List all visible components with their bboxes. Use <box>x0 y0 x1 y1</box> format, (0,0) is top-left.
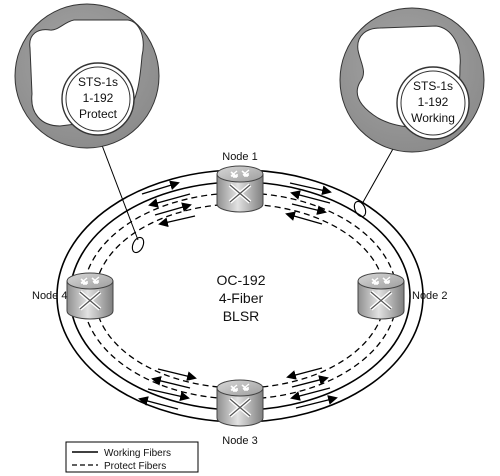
callout-protect-line3: Protect <box>79 107 118 121</box>
center-label-line1: OC-192 <box>216 272 265 288</box>
router-icon-node1 <box>215 164 265 214</box>
node1-label: Node 1 <box>222 151 257 163</box>
node2-label: Node 2 <box>412 290 447 302</box>
legend-protect-label: Protect Fibers <box>104 461 166 472</box>
callout-working-line3: Working <box>411 111 455 125</box>
callout-working-line2: 1-192 <box>418 95 449 109</box>
callout-protect-line1: STS-1s <box>78 75 118 89</box>
callout-leaders <box>99 139 399 241</box>
callout-protect-line2: 1-192 <box>83 91 114 105</box>
callout-protect: STS-1s 1-192 Protect <box>14 3 160 149</box>
node4-label: Node 4 <box>32 290 67 302</box>
router-icon-node2 <box>356 271 406 321</box>
center-label-line2: 4-Fiber <box>219 290 264 306</box>
callout-working-line1: STS-1s <box>413 79 453 93</box>
fiber-bundle-marker-right <box>353 200 367 218</box>
legend-working-label: Working Fibers <box>104 448 171 459</box>
legend: Working Fibers Protect Fibers <box>65 441 199 473</box>
router-icon-node3 <box>215 378 265 428</box>
router-icon-node4 <box>65 271 115 321</box>
fiber-bundle-marker-left <box>131 236 145 254</box>
node3-label: Node 3 <box>222 435 257 447</box>
fiber-direction-arrows <box>138 180 338 410</box>
center-label-line3: BLSR <box>223 308 260 324</box>
callout-working: STS-1s 1-192 Working <box>339 7 485 153</box>
